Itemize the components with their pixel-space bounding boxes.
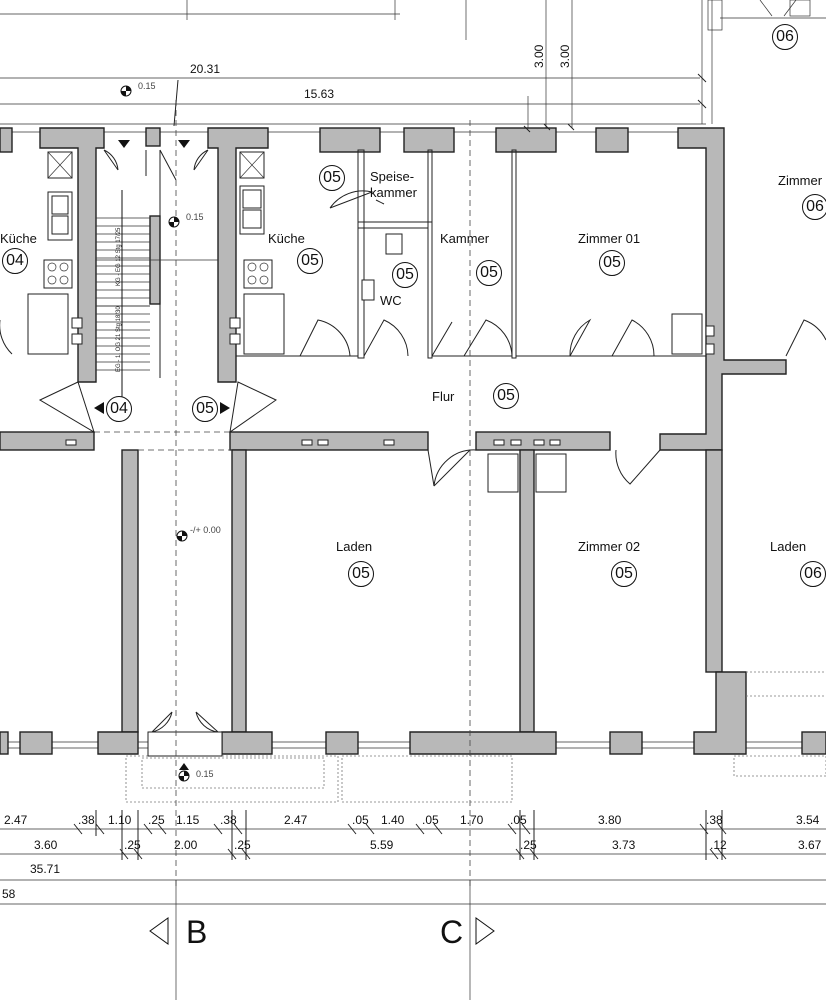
room-label-zimmer-right: Zimmer	[778, 173, 823, 188]
unit-badge-04: 04	[2, 248, 28, 274]
unit-badge-05: 05	[348, 561, 374, 587]
entrance	[147, 711, 223, 757]
dim-3-00-a: 3.00	[532, 44, 546, 68]
unit-badge-05: 05	[392, 262, 418, 288]
dim-row2: 3.60	[34, 838, 58, 852]
level-label: 0.15	[138, 81, 156, 91]
ticks	[73, 810, 727, 860]
dim-15-63: 15.63	[304, 87, 335, 101]
axis-label-c: C	[440, 914, 464, 950]
unit-badge-06: 06	[800, 561, 826, 587]
dim-row2: .25	[520, 838, 537, 852]
room-label-flur: Flur	[432, 389, 455, 404]
dim-row1: 2.47	[284, 813, 308, 827]
corridor-wall	[0, 431, 723, 733]
dim-row1: .38	[220, 813, 237, 827]
dim-row1: 3.80	[598, 813, 622, 827]
dim-row2: 3.73	[612, 838, 636, 852]
dim-row2: .25	[124, 838, 141, 852]
north-wall	[0, 127, 787, 451]
dim-row1: 1.10	[108, 813, 132, 827]
level-label: 0.15	[196, 769, 214, 779]
unit-badge-05: 05	[476, 260, 502, 286]
room-label-laden-right: Laden	[770, 539, 807, 554]
dimension-chains	[0, 810, 826, 905]
dim-row1: .38	[78, 813, 95, 827]
dim-row1: .05	[352, 813, 369, 827]
dim-row2: 5.59	[370, 838, 394, 852]
unit-badge-06: 06	[772, 24, 798, 50]
kitchen-fixtures	[27, 151, 285, 355]
dim-row2: 3.67	[798, 838, 822, 852]
exterior-outline	[125, 671, 826, 803]
dim-row1: 2.47	[4, 813, 28, 827]
level-markers	[120, 85, 190, 782]
room-label-kammer: Kammer	[440, 231, 490, 246]
dim-row1: .05	[422, 813, 439, 827]
wc-fixtures	[361, 233, 715, 493]
dim-row1: 1.40	[381, 813, 405, 827]
unit-badge-05: 05	[192, 396, 218, 422]
level-label: -/+ 0.00	[190, 525, 221, 535]
room-label-laden: Laden	[336, 539, 373, 554]
room-label-kueche: Küche	[268, 231, 305, 246]
stair-treads	[96, 217, 150, 371]
top-dimensions	[173, 73, 707, 133]
axis-label-b: B	[186, 914, 208, 950]
stair-label-lower: EG - 1. OG 21 Stg 18/30	[116, 306, 122, 372]
doors	[0, 190, 826, 487]
level-label: 0.15	[186, 212, 204, 222]
unit-badge-05: 05	[599, 250, 625, 276]
dim-row1: .25	[148, 813, 165, 827]
room-label-speisekammer-1: Speise-	[370, 169, 415, 184]
dim-row1: .38	[706, 813, 723, 827]
room-label-zimmer01: Zimmer 01	[578, 231, 641, 246]
room-label-speisekammer-2: kammer	[370, 185, 417, 200]
stair-label-upper: KG - EG 12 Stg 17/25	[116, 227, 122, 286]
axis-lines	[94, 100, 471, 1000]
dim-row2: .12	[710, 838, 727, 852]
dim-row1: 3.54	[796, 813, 820, 827]
room-label-kueche-left: Küche	[0, 231, 37, 246]
room-label-zimmer02: Zimmer 02	[578, 539, 641, 554]
south-wall	[0, 671, 826, 755]
top-edge-lines	[0, 0, 826, 133]
unit-badge-06: 06	[802, 194, 826, 220]
dim-row2: 2.00	[174, 838, 198, 852]
dim-row2: .25	[234, 838, 251, 852]
dim-3-00-b: 3.00	[558, 44, 572, 68]
stairwell	[95, 140, 218, 410]
unit-badge-05: 05	[611, 561, 637, 587]
dim-20-31: 20.31	[190, 62, 221, 76]
partitions	[236, 149, 706, 359]
dim-overall: 58	[2, 887, 16, 901]
unit-badge-05: 05	[319, 165, 345, 191]
dim-row1: 1.70	[460, 813, 484, 827]
flow-arrows	[94, 402, 230, 414]
unit-badge-04: 04	[106, 396, 132, 422]
unit-badge-05: 05	[297, 248, 323, 274]
dim-row1: 1.15	[176, 813, 200, 827]
axis-triangles	[149, 917, 495, 945]
room-label-wc: WC	[380, 293, 402, 308]
unit-badge-05: 05	[493, 383, 519, 409]
dim-row1: .05	[510, 813, 527, 827]
dim-total: 35.71	[30, 862, 61, 876]
